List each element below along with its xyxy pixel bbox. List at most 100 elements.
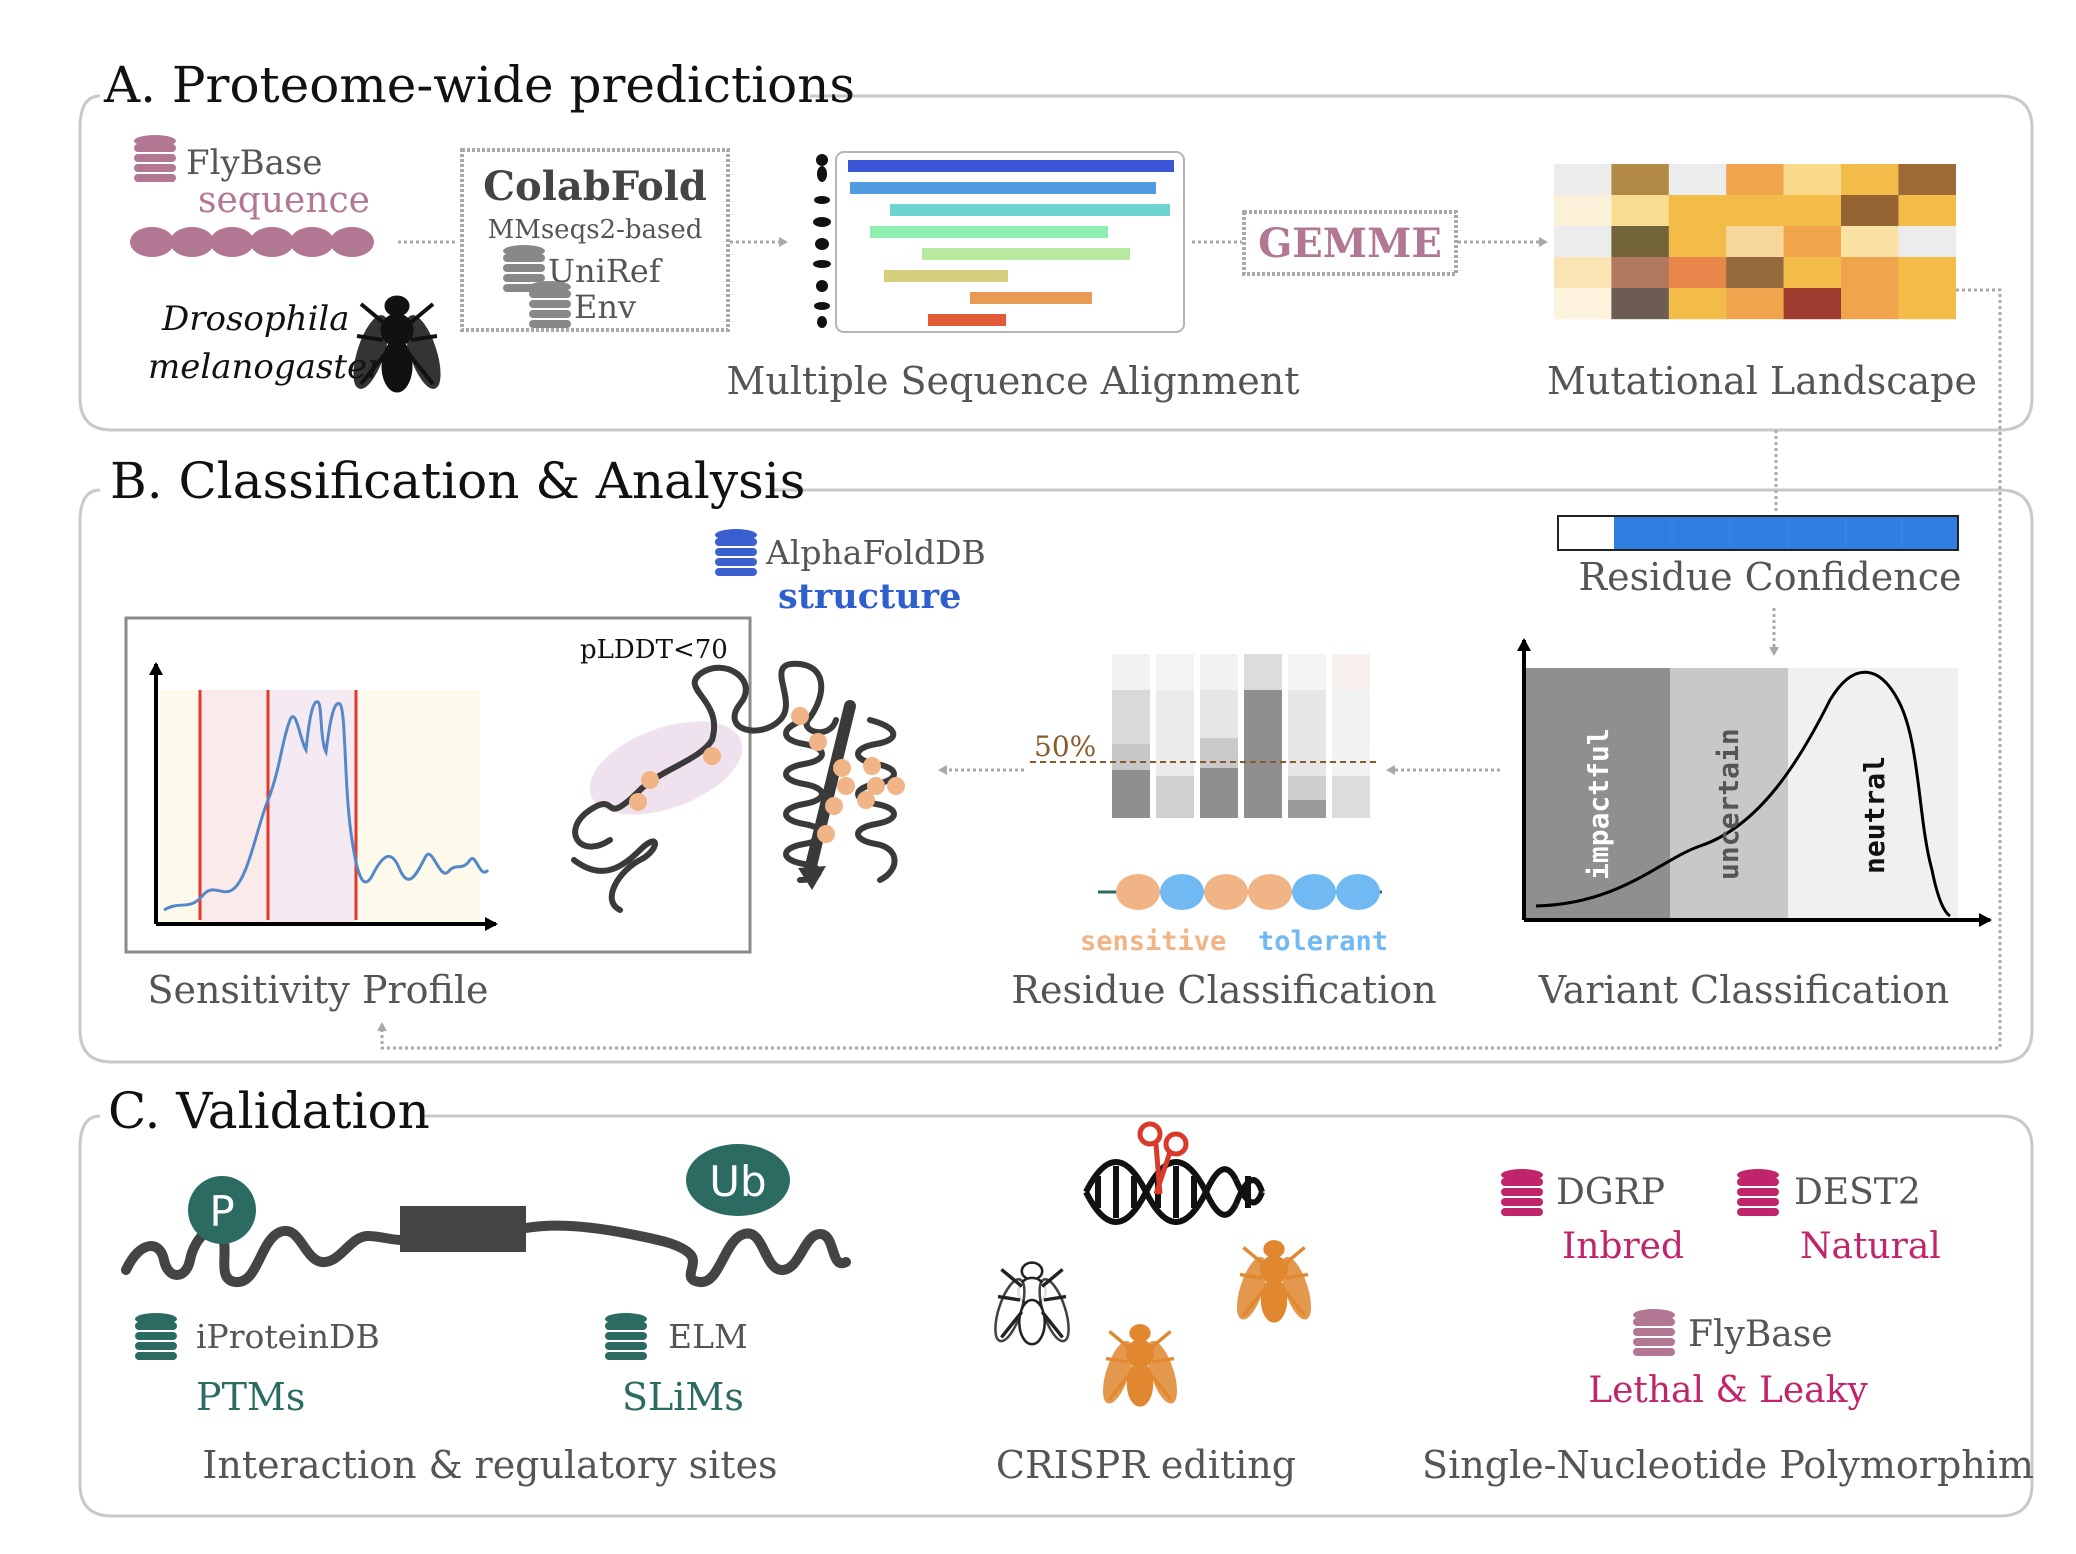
heatmap-cell	[1668, 257, 1727, 289]
msa-species-icons	[813, 154, 831, 328]
heatmap-cell	[1841, 257, 1899, 289]
env-label: Env	[574, 288, 636, 326]
variant-classification-plot: impactful uncertain neutral	[1517, 638, 1992, 927]
panel-b: B. Classification & Analysis Residue Con…	[78, 288, 2034, 1064]
panel-b-frame	[78, 488, 2034, 1064]
residue-bar-segment	[1332, 690, 1370, 776]
msa-panel	[835, 151, 1185, 333]
residue-bar-segment	[1288, 776, 1326, 800]
slims-label: SLiMs	[622, 1375, 744, 1419]
ubiquitin-badge: Ub	[709, 1157, 766, 1206]
crispr-caption: CRISPR editing	[996, 1443, 1296, 1487]
heatmap-cell	[1668, 195, 1727, 227]
heatmap-cell	[1841, 164, 1899, 196]
protein-chain: P Ub	[121, 1144, 851, 1287]
lethal-leaky-label: Lethal & Leaky	[1588, 1370, 1868, 1411]
inbred-label: Inbred	[1562, 1226, 1684, 1267]
dgrp-label: DGRP	[1556, 1172, 1665, 1213]
flybase-label: FlyBase	[186, 143, 323, 183]
heatmap-cell	[1554, 195, 1612, 227]
database-icon	[135, 1313, 177, 1360]
heatmap-cell	[1898, 257, 1956, 289]
tolerant-label: tolerant	[1258, 926, 1388, 957]
uncertain-label: uncertain	[1712, 728, 1745, 880]
gemme-label: GEMME	[1258, 220, 1442, 267]
heatmap-cell	[1726, 164, 1784, 196]
residue-bar-segment	[1288, 800, 1326, 818]
database-icon	[715, 529, 757, 576]
sensitivity-caption: Sensitivity Profile	[147, 968, 488, 1012]
panel-c: C. Validation P Ub iProteinDB PTMs ELM S…	[78, 1082, 2034, 1518]
colabfold-box: ColabFold MMseqs2-based UniRef Env	[460, 148, 730, 332]
database-icon	[134, 135, 176, 182]
residue-confidence-caption: Residue Confidence	[1579, 555, 1962, 599]
heatmap-cell	[1554, 226, 1612, 258]
heatmap-cell	[1726, 257, 1784, 289]
heatmap-cell	[1611, 195, 1669, 227]
residue-bar-segment	[1200, 654, 1238, 690]
elm-label: ELM	[668, 1317, 748, 1356]
database-icon	[1501, 1169, 1543, 1216]
heatmap-cell	[1783, 195, 1842, 227]
alphafold-label: AlphaFoldDB	[765, 533, 986, 572]
natural-label: Natural	[1800, 1226, 1941, 1267]
database-icon	[1737, 1169, 1779, 1216]
residue-bar-segment	[1288, 654, 1326, 690]
gemme-box: GEMME	[1242, 210, 1458, 276]
heatmap-cell	[1611, 164, 1669, 196]
fly-icon	[1095, 1322, 1185, 1409]
heatmap-cell	[1554, 288, 1612, 320]
heatmap-cell	[1611, 288, 1669, 320]
heatmap-cell	[1611, 257, 1669, 289]
heatmap-cell	[1726, 288, 1784, 320]
residue-bar-segment	[1156, 654, 1194, 690]
database-icon	[1633, 1309, 1675, 1356]
iproteindb-label: iProteinDB	[196, 1317, 380, 1356]
residue-bar-segment	[1244, 654, 1282, 690]
heatmap-cell	[1783, 164, 1842, 196]
sensitive-label: sensitive	[1080, 926, 1226, 957]
fly-icon	[344, 294, 450, 395]
heatmap-cell	[1898, 195, 1956, 227]
heatmap-cell	[1898, 226, 1956, 258]
heatmap-cell	[1668, 288, 1727, 320]
impactful-label: impactful	[1582, 728, 1615, 880]
heatmap-cell	[1841, 288, 1899, 320]
mutational-landscape-heatmap	[1554, 164, 1956, 320]
variant-caption: Variant Classification	[1538, 968, 1950, 1012]
plddt-label: pLDDT<70	[580, 635, 728, 665]
database-icon	[605, 1313, 647, 1360]
fly-icon	[1229, 1238, 1319, 1325]
residue-bar-segment	[1156, 690, 1194, 776]
heatmap-cell	[1668, 164, 1727, 196]
panel-c-frame	[78, 1114, 2034, 1518]
structure-label: structure	[778, 576, 961, 617]
msa-caption: Multiple Sequence Alignment	[727, 359, 1300, 403]
heatmap-cell	[1841, 226, 1899, 258]
colabfold-subtitle: MMseqs2-based	[488, 215, 703, 245]
scissors-icon	[1137, 1121, 1189, 1195]
heatmap-cell	[1726, 226, 1784, 258]
heatmap-cell	[1783, 288, 1842, 320]
threshold-label: 50%	[1034, 730, 1096, 763]
heatmap-cell	[1668, 226, 1727, 258]
database-icon	[529, 281, 571, 328]
residue-bar-segment	[1112, 654, 1150, 690]
interaction-caption: Interaction & regulatory sites	[202, 1443, 777, 1487]
panel-a-frame	[78, 94, 2034, 432]
heatmap-cell	[1783, 257, 1842, 289]
residue-bar-segment	[1332, 776, 1370, 818]
snp-caption: Single-Nucleotide Polymorphim	[1422, 1443, 2034, 1487]
residue-bar-segment	[1112, 744, 1150, 770]
panel-a-title: A. Proteome-wide predictions	[103, 56, 855, 114]
sensitivity-profile-box: pLDDT<70	[124, 616, 905, 954]
landscape-caption: Mutational Landscape	[1547, 359, 1977, 403]
panel-a: A. Proteome-wide predictions FlyBase seq…	[78, 56, 2034, 432]
residue-bar-segment	[1288, 690, 1326, 776]
heatmap-cell	[1841, 195, 1899, 227]
residue-caption: Residue Classification	[1011, 968, 1436, 1012]
residue-confidence-bar	[1557, 515, 1959, 551]
heatmap-cell	[1611, 226, 1669, 258]
panel-b-title: B. Classification & Analysis	[110, 452, 805, 510]
